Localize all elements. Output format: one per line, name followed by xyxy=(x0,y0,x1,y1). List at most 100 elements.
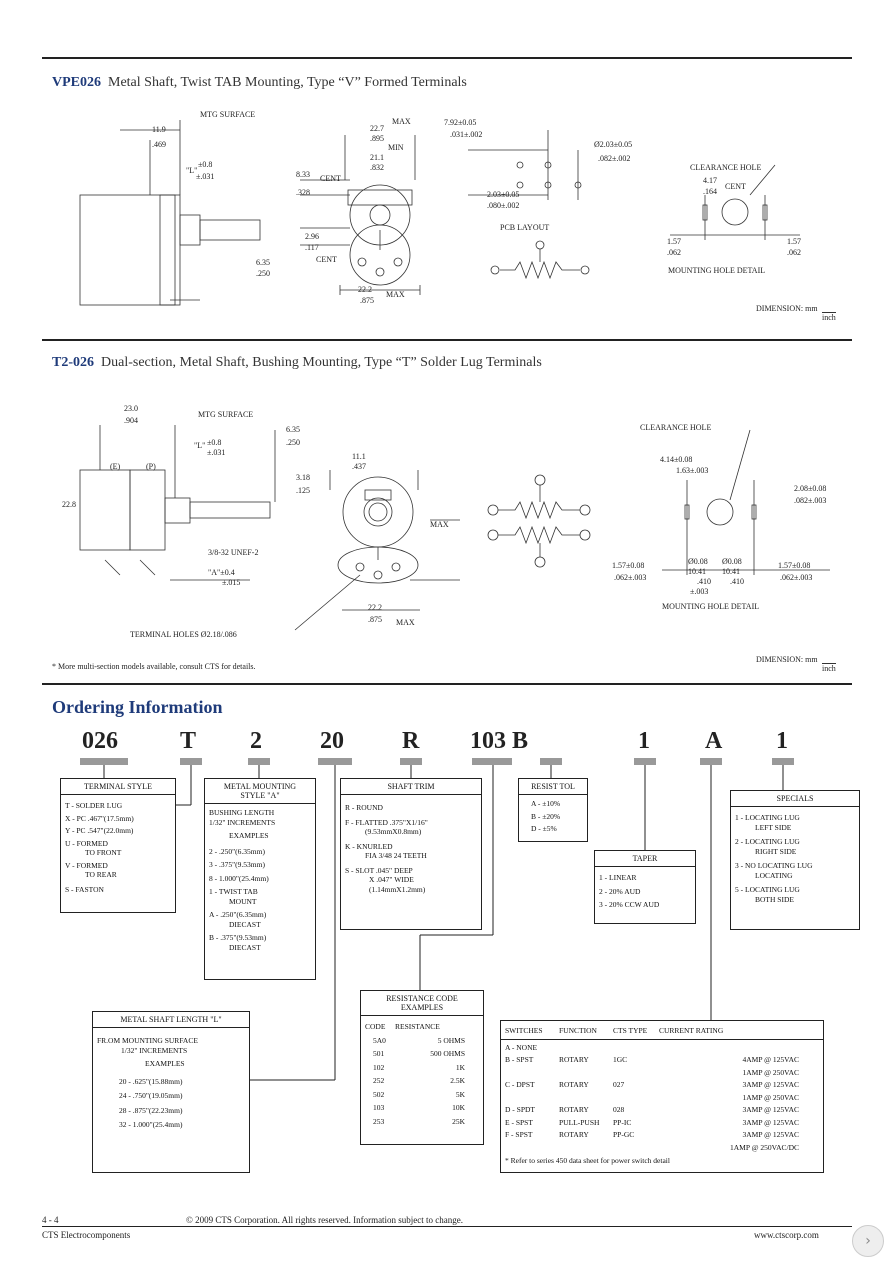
footer-rule xyxy=(42,1226,852,1227)
top-rule xyxy=(42,57,852,59)
mm-item: 8 - 1.000"(25.4mm) xyxy=(209,873,269,883)
sw-row: 1AMP @ 250VAC xyxy=(742,1092,799,1102)
s2-mh-c: Ø0.08 xyxy=(688,557,708,566)
bar-026 xyxy=(80,758,128,765)
sl-title: METAL SHAFT LENGTH "L" xyxy=(93,1012,249,1028)
code-103B: 103 B xyxy=(470,728,529,754)
s1-dimension: DIMENSION: mm xyxy=(756,304,818,313)
s2-d-230: 23.0 xyxy=(124,404,138,413)
sw-row: 1AMP @ 250VAC xyxy=(742,1067,799,1077)
s1-d-328: .328 xyxy=(296,188,310,197)
s2-mh-j: 1.57±0.08 xyxy=(778,561,811,570)
sl-item: 24 - .750"(19.05mm) xyxy=(119,1091,183,1100)
sp-item: LEFT SIDE xyxy=(755,822,792,832)
ts-item: U - FORMED xyxy=(65,838,108,848)
s2-d-635: 6.35 xyxy=(286,425,300,434)
mm-item: 1/32" INCREMENTS xyxy=(209,817,276,827)
sp-item: 2 - LOCATING LUG xyxy=(735,837,800,846)
taper-box: TAPER 1 - LINEAR 2 - 20% AUD 3 - 20% CCW… xyxy=(594,850,696,924)
s1-pcb-e: Ø2.03±0.05 xyxy=(594,140,633,149)
s2-d-408: ±0.8 xyxy=(207,438,222,447)
s1-d-cent1: CENT xyxy=(320,174,341,183)
s1-d-227: 22.7 xyxy=(370,124,384,133)
terminal-style-title: TERMINAL STYLE xyxy=(61,779,175,795)
sp-title: SPECIALS xyxy=(731,791,859,807)
rt-item: D - ±5% xyxy=(531,824,557,833)
next-page-icon[interactable]: › xyxy=(852,1225,884,1257)
s2-d-E: (E) xyxy=(110,462,121,471)
taper-item: 3 - 20% CCW AUD xyxy=(599,900,660,909)
s1-mtg-surface: MTG SURFACE xyxy=(200,110,256,119)
section2-rule xyxy=(42,339,852,341)
s2-mh-k: .062±.003 xyxy=(780,573,813,582)
s1-clearance-hole: CLEARANCE HOLE xyxy=(690,163,762,172)
sp-item: 1 - LOCATING LUG xyxy=(735,813,800,822)
bar-1b xyxy=(772,758,794,765)
s1-d-875: .875 xyxy=(360,296,374,305)
section2-code: T2-026 xyxy=(52,355,94,370)
rt-item: B - ±20% xyxy=(531,811,561,821)
code-1b: 1 xyxy=(776,728,788,754)
s1-d-max2: MAX xyxy=(386,290,405,299)
s1-d-max1: MAX xyxy=(392,117,411,126)
mm-item: 3 - .375"(9.53mm) xyxy=(209,860,265,869)
taper-title: TAPER xyxy=(595,851,695,867)
sp-item: 3 - NO LOCATING LUG xyxy=(735,861,813,870)
sl-item: 1/32" INCREMENTS xyxy=(121,1045,188,1055)
shaft-length-box: METAL SHAFT LENGTH "L" FR.OM MOUNTING SU… xyxy=(92,1011,250,1173)
footer-page: 4 - 4 xyxy=(42,1215,59,1225)
s1-d-635: 6.35 xyxy=(256,258,270,267)
sl-item: 20 - .625"(15.88mm) xyxy=(119,1076,183,1086)
ts-item: TO REAR xyxy=(85,870,117,879)
s1-pcb-layout: PCB LAYOUT xyxy=(500,223,550,232)
taper-item: 2 - 20% AUD xyxy=(599,886,641,896)
section2-description: Dual-section, Metal Shaft, Bushing Mount… xyxy=(101,355,542,370)
s2-mh-g: Ø0.08 xyxy=(722,557,742,566)
code-1a: 1 xyxy=(638,728,650,754)
s1-ch-a: 4.17 xyxy=(703,176,717,185)
s2-mh-d: 10.41 xyxy=(688,567,706,576)
sp-item: BOTH SIDE xyxy=(755,894,794,904)
code-A: A xyxy=(705,728,723,754)
st-item: (9.53mmX0.8mm) xyxy=(365,827,422,836)
ordering-rule xyxy=(42,683,852,685)
bar-103 xyxy=(472,758,512,765)
s2-ch-d: .082±.003 xyxy=(794,496,827,505)
ts-item: X - PC .467"(17.5mm) xyxy=(65,813,134,823)
s2-note: * More multi-section models available, c… xyxy=(52,662,256,671)
st-title: SHAFT TRIM xyxy=(341,779,481,795)
s2-d-318: 3.18 xyxy=(296,473,310,482)
section2-drawing xyxy=(79,425,830,631)
mm-item: DIECAST xyxy=(229,942,261,952)
s2-unit-bot: inch xyxy=(822,663,836,673)
rt-title: RESIST TOL xyxy=(519,779,587,795)
s1-mh-c: 1.57 xyxy=(787,237,801,246)
s2-d-031: ±.031 xyxy=(207,448,226,457)
ts-item: Y - PC .547"(22.0mm) xyxy=(65,826,134,835)
ts-item: S - FASTON xyxy=(65,884,104,894)
bar-20 xyxy=(318,758,352,765)
mm-item: BUSHING LENGTH xyxy=(209,808,275,817)
s2-terminal-holes: TERMINAL HOLES Ø2.18/.086 xyxy=(130,630,237,639)
s1-mh-a: 1.57 xyxy=(667,237,681,246)
s1-d-469: .469 xyxy=(152,140,166,149)
s1-d-211: 21.1 xyxy=(370,153,384,162)
sw-row: A - NONE xyxy=(505,1042,538,1052)
footer-company: CTS Electrocomponents xyxy=(42,1230,131,1240)
mm-title: METAL MOUNTING xyxy=(223,782,297,791)
s2-mounting-hole: MOUNTING HOLE DETAIL xyxy=(662,602,760,611)
mm-item: 2 - .250"(6.35mm) xyxy=(209,846,265,856)
s1-d-832: .832 xyxy=(370,163,384,172)
section1-title: VPE026 Metal Shaft, Twist TAB Mounting, … xyxy=(52,75,467,91)
bar-1a xyxy=(634,758,656,765)
rc-title: RESISTANCE CODE xyxy=(386,994,458,1003)
terminal-style-box: TERMINAL STYLE T - SOLDER LUG X - PC .46… xyxy=(60,778,176,913)
footer-copyright: © 2009 CTS Corporation. All rights reser… xyxy=(186,1215,464,1225)
s1-d-222: 22.2 xyxy=(358,285,372,294)
